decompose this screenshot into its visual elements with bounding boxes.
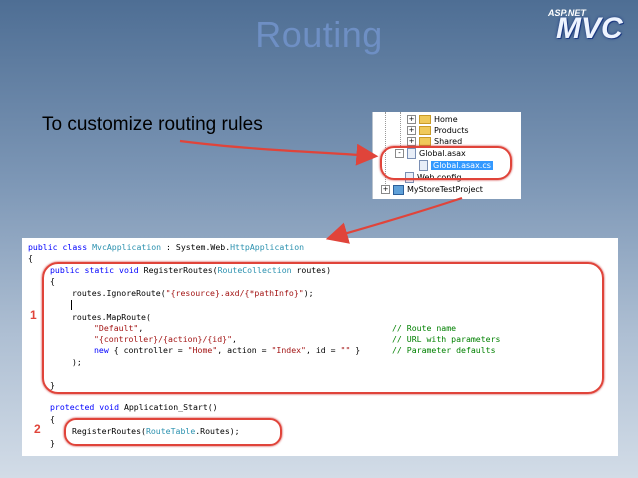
logo-prefix: ASP.NET (548, 8, 586, 18)
tree-item-label: Home (434, 115, 458, 124)
expand-icon[interactable]: + (407, 115, 416, 124)
code-line-11: ); (72, 357, 82, 367)
tree-item-label: Products (434, 126, 469, 135)
code-line-9: "{controller}/{action}/{id}", (94, 334, 237, 344)
code-line-10: new { controller = "Home", action = "Ind… (94, 345, 361, 355)
code-comment: // URL with parameters (392, 334, 501, 344)
collapse-icon[interactable]: - (395, 149, 404, 158)
code-line-1: public class MvcApplication : System.Web… (28, 242, 305, 252)
code-line-8: "Default", (94, 323, 144, 333)
tree-item-label: Web.config (417, 173, 462, 182)
tree-item-label: MyStoreTestProject (407, 185, 483, 194)
config-file-icon (405, 172, 414, 183)
aspnet-mvc-logo: ASP.NET MVC (540, 6, 632, 50)
tree-item-web-config[interactable]: Web.config (405, 172, 461, 184)
tree-item-test-project[interactable]: + MyStoreTestProject (381, 184, 483, 196)
tree-item-global-asax[interactable]: - Global.asax (395, 148, 466, 160)
code-editor: public class MvcApplication : System.Web… (22, 238, 618, 456)
code-comment: // Route name (392, 323, 457, 333)
folder-icon (419, 137, 431, 146)
code-line-18: } (50, 438, 55, 448)
tree-item-label: Global.asax (419, 149, 466, 158)
tree-item-home[interactable]: + Home (407, 114, 458, 126)
code-line-4: { (50, 276, 55, 286)
code-comment: // Parameter defaults (392, 345, 496, 355)
folder-icon (419, 115, 431, 124)
text-cursor (71, 300, 72, 310)
tree-item-label-selected: Global.asax.cs (431, 161, 493, 170)
code-line-7: routes.MapRoute( (72, 312, 151, 322)
slide-subtitle: To customize routing rules (42, 114, 263, 135)
tree-item-label: Shared (434, 137, 463, 146)
slide-title: Routing (255, 14, 383, 55)
expand-icon[interactable]: + (407, 126, 416, 135)
callout-number-2: 2 (34, 422, 41, 436)
code-line-5: routes.IgnoreRoute("{resource}.axd/{*pat… (72, 288, 314, 298)
highlight-global-asax (380, 146, 512, 180)
arrow-to-global-asax (179, 139, 379, 166)
cs-file-icon (419, 160, 428, 171)
code-line-17: RegisterRoutes(RouteTable.Routes); (72, 426, 240, 436)
folder-icon (419, 126, 431, 135)
highlight-register-routes (42, 262, 604, 394)
logo-text: MVC (556, 12, 623, 45)
project-icon (393, 184, 404, 195)
tree-item-products[interactable]: + Products (407, 125, 469, 137)
global-asax-file-icon (407, 148, 416, 159)
callout-number-1: 1 (30, 308, 37, 322)
code-line-3: public static void RegisterRoutes(RouteC… (50, 265, 331, 275)
code-line-16: { (50, 414, 55, 424)
code-line-2: { (28, 253, 33, 263)
tree-item-global-asax-cs[interactable]: Global.asax.cs (419, 160, 493, 172)
tree-guide-line (400, 112, 401, 156)
expand-icon[interactable]: + (381, 185, 390, 194)
code-line-15: protected void Application_Start() (50, 402, 218, 412)
highlight-register-routes-call (64, 418, 282, 446)
tree-item-shared[interactable]: + Shared (407, 136, 462, 148)
expand-icon[interactable]: + (407, 137, 416, 146)
arrow-to-code (325, 196, 463, 244)
